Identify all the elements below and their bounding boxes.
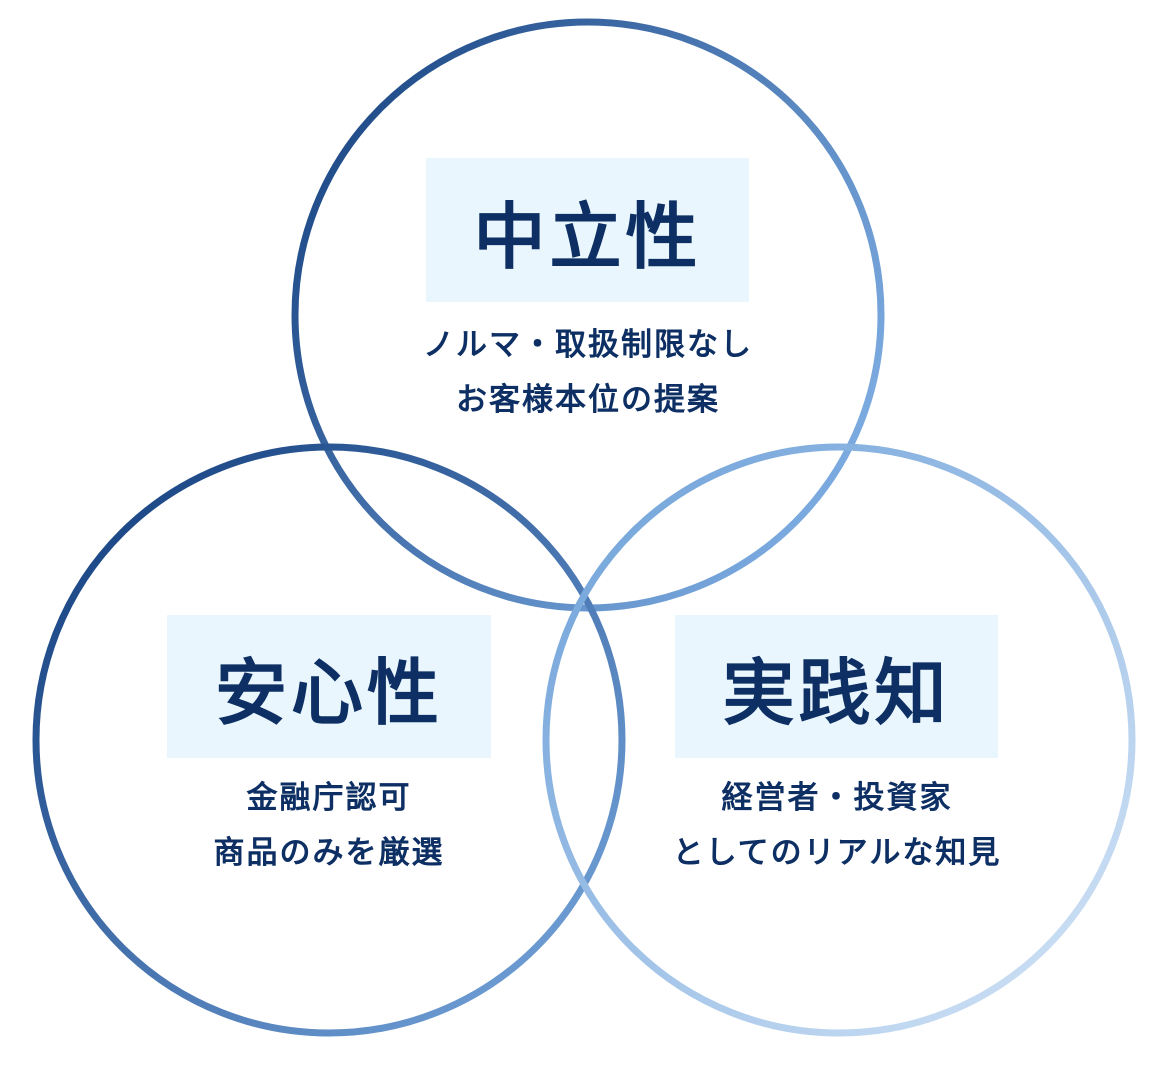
circle-safety — [32, 443, 626, 1037]
desc-practical: 経営者・投資家 としてのリアルな知見 — [587, 771, 1087, 881]
desc-neutrality: ノルマ・取扱制限なし お客様本位の提案 — [338, 318, 838, 428]
desc-line: お客様本位の提案 — [456, 382, 720, 418]
circle-neutrality — [291, 18, 885, 612]
desc-safety: 金融庁認可 商品のみを厳選 — [79, 771, 579, 881]
desc-line: 金融庁認可 — [246, 780, 412, 816]
title-practical: 実践知 — [675, 615, 998, 758]
desc-line: 経営者・投資家 — [721, 780, 953, 816]
desc-line: ノルマ・取扱制限なし — [423, 327, 753, 363]
desc-line: としてのリアルな知見 — [672, 835, 1002, 871]
circle-practical — [542, 443, 1136, 1037]
desc-line: 商品のみを厳選 — [213, 835, 445, 871]
title-neutrality: 中立性 — [426, 158, 749, 302]
title-safety: 安心性 — [167, 615, 491, 758]
